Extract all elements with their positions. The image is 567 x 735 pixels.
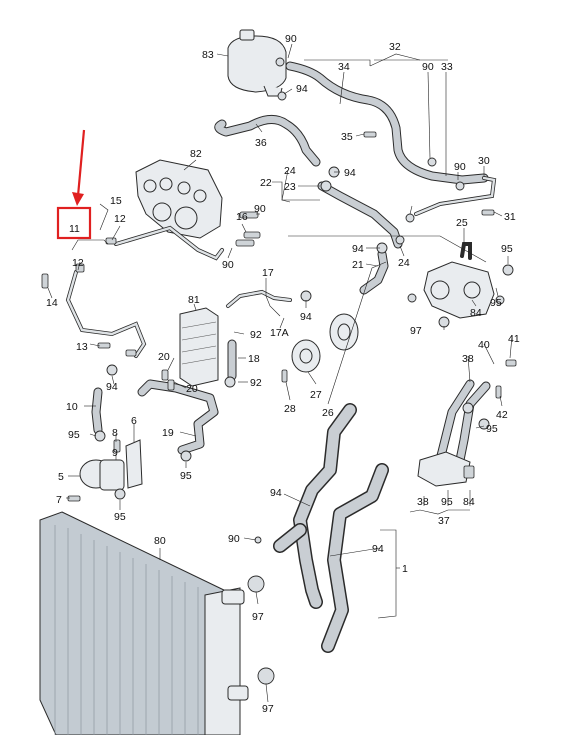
label-25: 25 [456, 217, 468, 229]
label-94: 94 [372, 543, 384, 555]
label-31: 31 [504, 211, 516, 223]
label-42: 42 [496, 409, 508, 421]
label-94: 94 [300, 311, 312, 323]
label-22: 22 [260, 177, 272, 189]
label-40: 40 [478, 339, 490, 351]
label-32: 32 [389, 41, 401, 53]
label-94: 94 [270, 487, 282, 499]
label-1: 1 [402, 563, 408, 575]
label-94: 94 [296, 83, 308, 95]
label-83: 83 [202, 49, 214, 61]
label-7: 7 [56, 494, 62, 506]
label-23: 23 [284, 181, 296, 193]
label-95: 95 [501, 243, 513, 255]
label-38: 38 [462, 353, 474, 365]
label-33: 33 [441, 61, 453, 73]
label-5: 5 [58, 471, 64, 483]
label-94: 94 [344, 167, 356, 179]
label-6: 6 [131, 415, 137, 427]
label-12: 12 [114, 213, 126, 225]
label-80: 80 [154, 535, 166, 547]
label-95: 95 [114, 511, 126, 523]
label-21: 21 [352, 259, 364, 271]
auxiliary-pump [79, 439, 143, 491]
label-18: 18 [248, 353, 260, 365]
label-12: 12 [72, 257, 84, 269]
label-84: 84 [470, 307, 482, 319]
label-36: 36 [255, 137, 267, 149]
label-90: 90 [222, 259, 234, 271]
label-37: 37 [438, 515, 450, 527]
label-26: 26 [322, 407, 334, 419]
label-95: 95 [490, 297, 502, 309]
label-90: 90 [254, 203, 266, 215]
label-35: 35 [341, 131, 353, 143]
label-13: 13 [76, 341, 88, 353]
radiator [39, 511, 249, 735]
label-15: 15 [110, 195, 122, 207]
label-92: 92 [250, 329, 262, 341]
label-84: 84 [463, 496, 475, 508]
label-24: 24 [284, 165, 296, 177]
label-11: 11 [69, 223, 80, 235]
label-17A: 17A [270, 327, 289, 339]
label-90: 90 [422, 61, 434, 73]
thermostat-housing [423, 261, 495, 319]
turbo-manifold [135, 159, 223, 239]
label-81: 81 [188, 294, 200, 306]
label-90: 90 [285, 33, 297, 45]
label-27: 27 [310, 389, 322, 401]
label-90: 90 [454, 161, 466, 173]
label-9: 9 [112, 447, 118, 459]
highlight-arrow-shaft [76, 129, 86, 197]
part-labels: 83 90 32 34 90 33 94 35 36 82 90 30 24 9… [46, 33, 520, 715]
label-30: 30 [478, 155, 490, 167]
pulley [291, 313, 359, 373]
label-82: 82 [190, 148, 202, 160]
label-38: 38 [417, 496, 429, 508]
leader-lines [47, 43, 513, 703]
label-24: 24 [398, 257, 410, 269]
highlight-annotation [56, 129, 92, 240]
clamps [41, 57, 517, 685]
label-97: 97 [410, 325, 422, 337]
oil-cooler [179, 307, 219, 387]
label-90: 90 [228, 533, 240, 545]
label-34: 34 [338, 61, 350, 73]
expansion-tank [227, 29, 287, 97]
label-14: 14 [46, 297, 58, 309]
highlight-arrow-head [72, 192, 84, 206]
label-19: 19 [162, 427, 174, 439]
label-94: 94 [106, 381, 118, 393]
label-16: 16 [236, 211, 248, 223]
label-97: 97 [262, 703, 274, 715]
label-97: 97 [252, 611, 264, 623]
label-95: 95 [180, 470, 192, 482]
label-95: 95 [68, 429, 80, 441]
label-95: 95 [486, 423, 498, 435]
label-20: 20 [186, 383, 198, 395]
highlight-box [56, 206, 92, 240]
label-8: 8 [112, 427, 118, 439]
label-41: 41 [508, 333, 520, 345]
label-17: 17 [262, 267, 274, 279]
label-20: 20 [158, 351, 170, 363]
label-10: 10 [66, 401, 78, 413]
label-92: 92 [250, 377, 262, 389]
label-28: 28 [284, 403, 296, 415]
label-94: 94 [352, 243, 364, 255]
label-95: 95 [441, 496, 453, 508]
